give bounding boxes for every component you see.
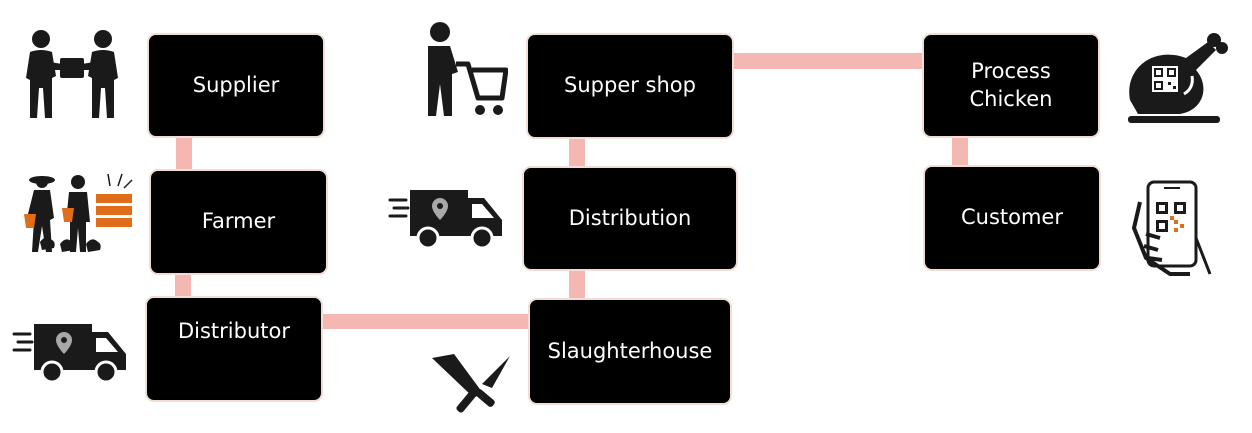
node-label: Supper shop <box>564 73 696 98</box>
connector-slaughterhouse-distribution <box>569 268 585 300</box>
node-supplier: Supplier <box>147 33 325 138</box>
connector-processchicken-customer <box>952 136 968 166</box>
connector-distributor-slaughterhouse <box>320 314 532 329</box>
delivery-van-icon <box>12 324 126 384</box>
node-customer: Customer <box>923 165 1101 271</box>
node-label-line2: Chicken <box>969 86 1053 111</box>
node-process-chicken: Process Chicken <box>922 33 1100 138</box>
farmers-with-poultry-icon <box>24 173 133 252</box>
node-label: Customer <box>960 205 1063 230</box>
node-label-line1: Process <box>971 59 1051 84</box>
delivery-van-icon <box>388 190 502 250</box>
node-farmer: Farmer <box>149 169 328 275</box>
crossed-cleavers-icon <box>432 354 510 413</box>
node-distribution: Distribution <box>522 166 738 271</box>
connector-suppershop-processchicken <box>733 53 925 69</box>
connector-farmer-distributor <box>175 273 191 299</box>
node-label: Farmer <box>201 209 276 234</box>
node-supper-shop: Supper shop <box>526 33 734 139</box>
roast-chicken-qr-icon <box>1128 33 1228 123</box>
people-exchanging-box-icon <box>26 30 118 118</box>
node-slaughterhouse: Slaughterhouse <box>528 298 732 405</box>
node-label: Supplier <box>192 72 280 97</box>
node-label: Distribution <box>568 205 692 230</box>
shopper-with-cart-icon <box>428 22 508 116</box>
phone-scanning-qr-icon <box>1132 180 1212 276</box>
node-label: Slaughterhouse <box>547 338 713 363</box>
node-distributor: Distributor <box>145 296 323 402</box>
node-label: Distributor <box>177 319 290 343</box>
connector-distribution-suppershop <box>569 136 585 168</box>
connector-supplier-farmer <box>176 136 192 172</box>
